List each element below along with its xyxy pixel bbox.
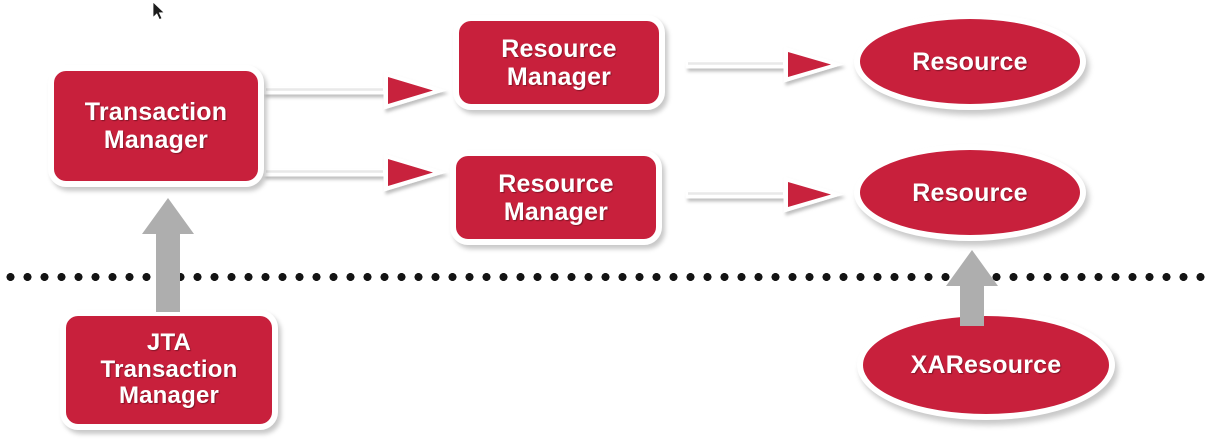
connector-jta-transaction-manager-to-transaction-manager xyxy=(139,196,197,314)
node-resource-manager-bottom-line-2: Manager xyxy=(503,197,609,226)
dotted-separator-line xyxy=(0,273,1207,281)
node-resource-manager-top[interactable]: Resource Manager xyxy=(453,15,665,110)
node-resource-manager-bottom[interactable]: Resource Manager xyxy=(450,150,662,245)
node-resource-manager-top-line-2: Manager xyxy=(506,62,612,91)
connector-tm-to-resource-manager-top xyxy=(262,66,462,126)
node-resource-manager-top-line-1: Resource xyxy=(501,34,617,63)
node-resource-top[interactable]: Resource xyxy=(854,13,1086,110)
connector-tm-to-resource-manager-bottom xyxy=(262,148,462,208)
node-jta-transaction-manager[interactable]: JTA Transaction Manager xyxy=(60,310,278,430)
connector-xaresource-to-resource-bottom xyxy=(943,248,1001,328)
node-jta-transaction-manager-line-1: JTA xyxy=(146,328,192,356)
mouse-pointer-icon xyxy=(152,1,168,23)
node-resource-bottom[interactable]: Resource xyxy=(854,144,1086,241)
node-transaction-manager[interactable]: Transaction Manager xyxy=(48,65,264,187)
node-xaresource-label: XAResource xyxy=(910,351,1062,379)
node-resource-top-label: Resource xyxy=(912,47,1028,76)
node-resource-bottom-label: Resource xyxy=(912,178,1028,207)
node-jta-transaction-manager-line-2: Transaction xyxy=(100,355,238,383)
node-xaresource[interactable]: XAResource xyxy=(857,310,1115,420)
node-resource-manager-bottom-line-1: Resource xyxy=(498,169,614,198)
connector-resource-manager-bottom-to-resource-bottom xyxy=(684,173,874,229)
node-transaction-manager-line-2: Manager xyxy=(103,126,209,154)
connector-resource-manager-top-to-resource-top xyxy=(684,43,874,99)
node-jta-transaction-manager-line-3: Manager xyxy=(118,382,220,410)
node-transaction-manager-line-1: Transaction xyxy=(84,98,228,126)
